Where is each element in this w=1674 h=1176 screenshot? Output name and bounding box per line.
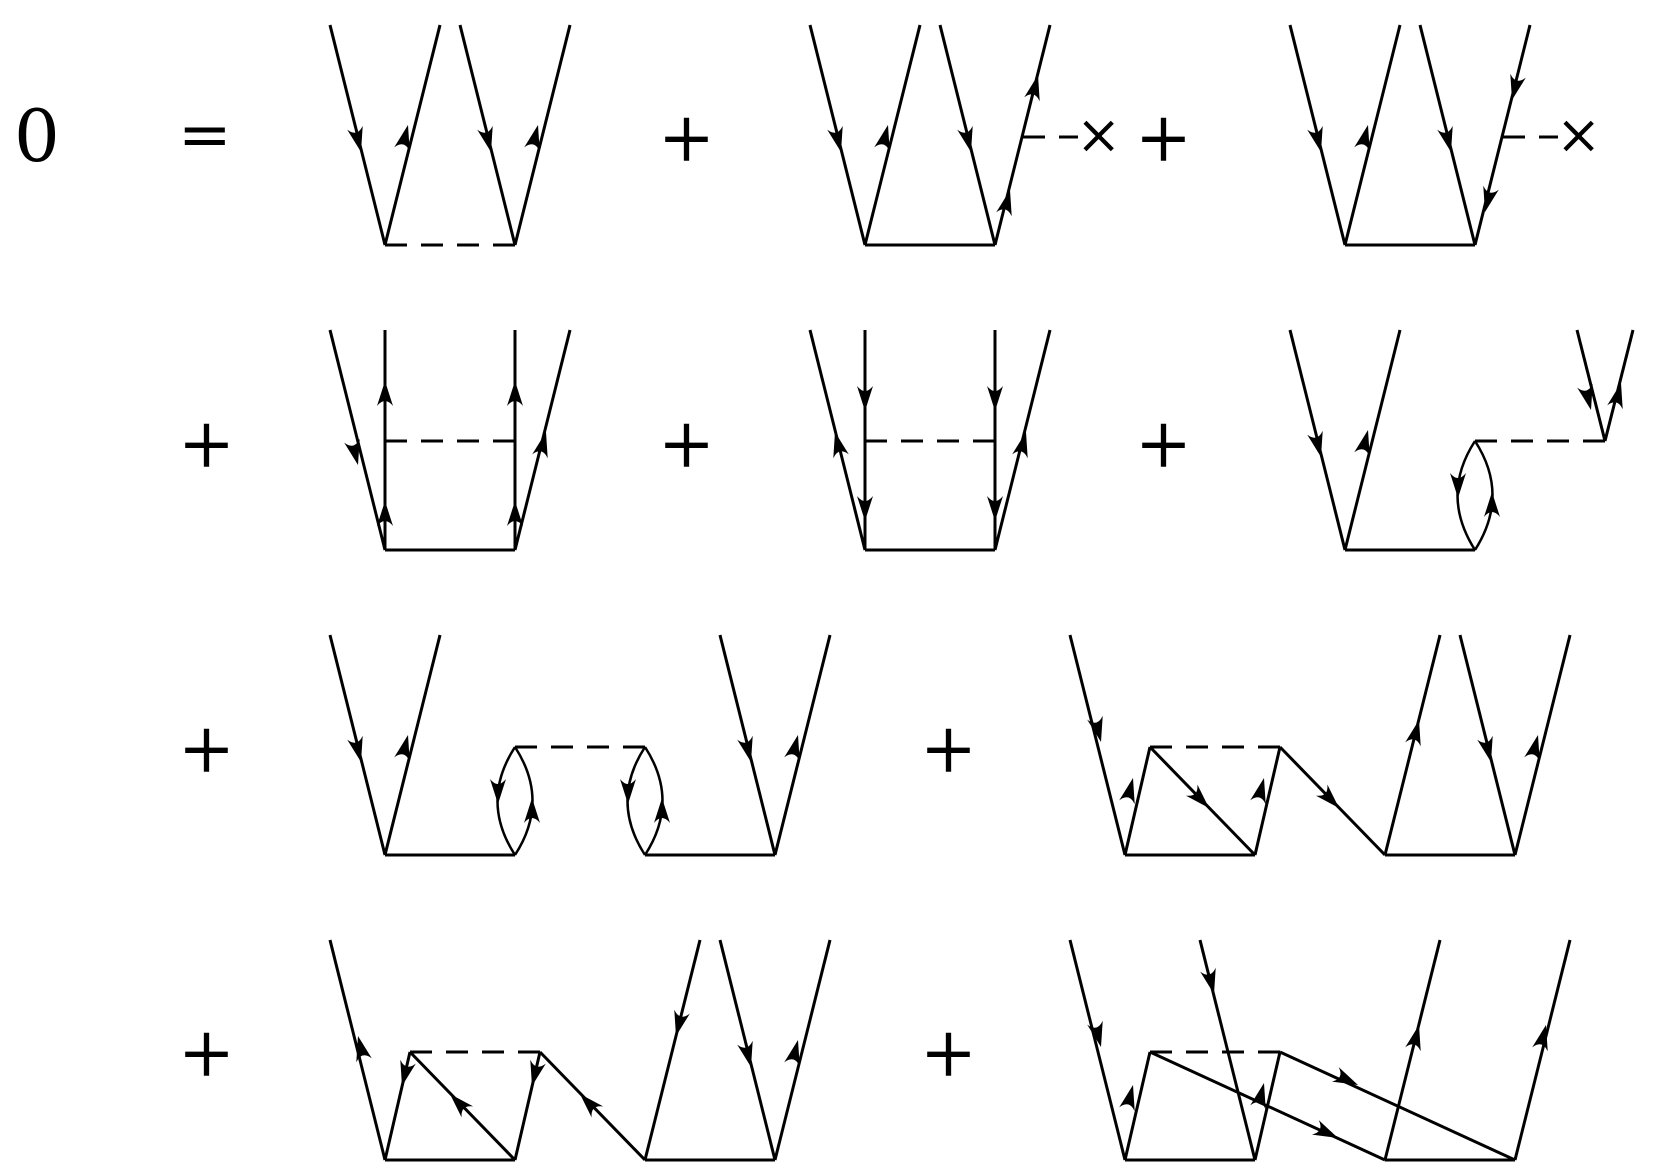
equals-sign: = bbox=[178, 98, 232, 172]
diagram-4 bbox=[328, 329, 572, 552]
plus-sign: + bbox=[920, 710, 977, 789]
plus-sign: + bbox=[920, 1014, 977, 1093]
diagram-2 bbox=[808, 24, 1078, 247]
diagram-8 bbox=[1068, 634, 1572, 857]
cross-vertex: × bbox=[1556, 103, 1601, 166]
plus-sign: + bbox=[1135, 405, 1192, 484]
plus-sign: + bbox=[658, 99, 715, 178]
diagram-3 bbox=[1288, 24, 1558, 247]
diagram-1 bbox=[328, 24, 572, 247]
cross-vertex: × bbox=[1076, 103, 1121, 166]
plus-sign: + bbox=[1135, 99, 1192, 178]
lhs-zero: 0 bbox=[14, 94, 60, 178]
diagram-7 bbox=[328, 634, 832, 857]
diagram-9 bbox=[328, 939, 832, 1162]
diagram-10 bbox=[1068, 939, 1572, 1162]
plus-sign: + bbox=[178, 405, 235, 484]
plus-sign: + bbox=[178, 710, 235, 789]
diagram-6 bbox=[1288, 329, 1635, 552]
plus-sign: + bbox=[658, 405, 715, 484]
plus-sign: + bbox=[178, 1014, 235, 1093]
diagram-5 bbox=[808, 329, 1052, 552]
